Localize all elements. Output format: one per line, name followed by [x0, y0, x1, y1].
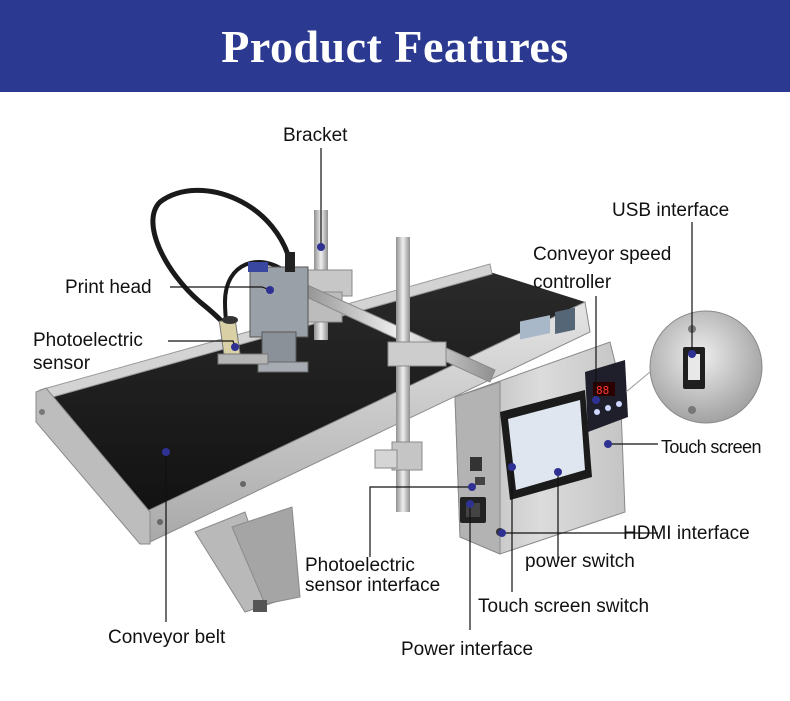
marker-dots	[162, 243, 696, 537]
page-title: Product Features	[221, 20, 569, 72]
label-photoelectric-sensor-line1: Photoelectric	[33, 330, 143, 351]
label-photoelectric-sensor-interface-line1: Photoelectric	[305, 555, 415, 576]
label-hdmi-interface: HDMI interface	[623, 523, 750, 544]
control-box: 88	[454, 307, 628, 555]
svg-text:88: 88	[596, 384, 609, 397]
label-power-interface: Power interface	[401, 639, 534, 660]
label-touch-screen-switch: Touch screen switch	[478, 596, 650, 617]
machine-illustration: 88	[35, 148, 763, 630]
support-legs	[194, 506, 301, 613]
label-conveyor-belt: Conveyor belt	[108, 627, 226, 648]
usb-zoom-callout	[625, 310, 763, 424]
label-print-head: Print head	[65, 277, 152, 298]
label-photoelectric-sensor-interface-line2: sensor interface	[305, 575, 441, 596]
label-conveyor-speed-controller-line2: controller	[533, 272, 612, 293]
bracket-shape	[299, 210, 496, 512]
label-photoelectric-sensor-line2: sensor	[33, 353, 91, 374]
header-banner: Product Features	[0, 0, 790, 92]
label-power-switch: power switch	[525, 551, 635, 572]
print-head-shape	[150, 187, 309, 373]
product-diagram: 88	[0, 92, 790, 701]
label-conveyor-speed-controller-line1: Conveyor speed	[533, 244, 672, 265]
label-bracket: Bracket	[283, 125, 348, 146]
label-touch-screen: Touch screen	[661, 437, 761, 457]
leader-lines	[165, 148, 693, 630]
label-usb-interface: USB interface	[612, 200, 730, 221]
